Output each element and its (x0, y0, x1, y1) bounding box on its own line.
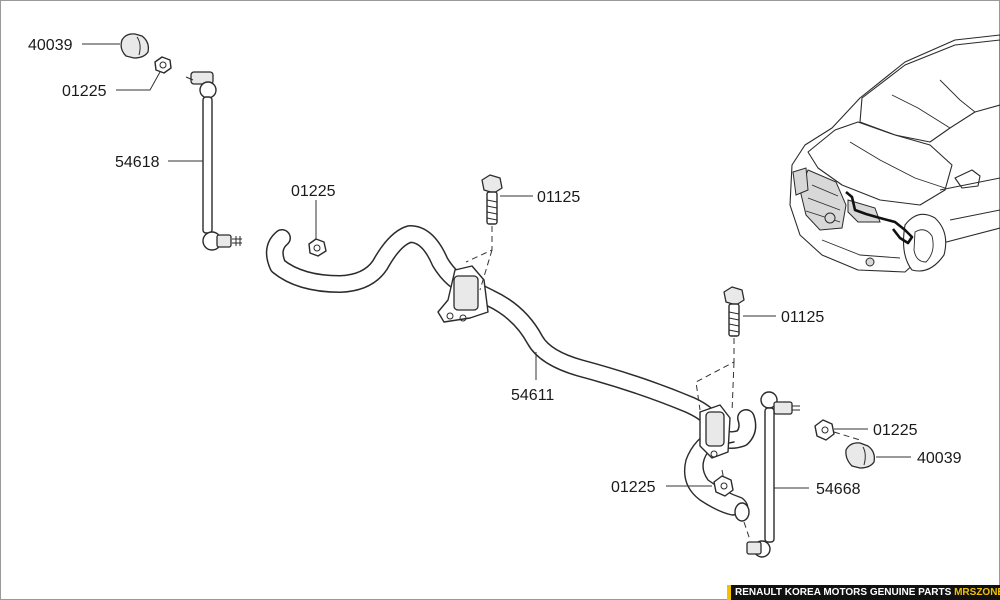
callout-01125-top: 01125 (537, 189, 580, 206)
nut-01225-bottom (713, 469, 734, 497)
stabilizer-bar-54611 (265, 225, 757, 522)
nut-01225-mid (308, 238, 327, 257)
bolt-01125-right (723, 286, 745, 337)
link-54618-left (185, 71, 242, 251)
bolt-axis-top (465, 226, 493, 291)
callout-01125-right: 01125 (781, 309, 824, 326)
bolt-01125-top (481, 174, 503, 225)
callout-54618: 54618 (115, 154, 160, 171)
callout-01225-right: 01225 (873, 422, 918, 439)
footer-accent-mark (727, 585, 731, 600)
bracket-clamp-right (699, 404, 731, 459)
callout-01225-mid: 01225 (291, 183, 336, 200)
callout-01225-bottom: 01225 (611, 479, 656, 496)
nut-01225-top (154, 56, 172, 74)
callout-54611: 54611 (511, 387, 554, 404)
callout-labels: 40039 01225 54618 01225 01125 01125 5461… (28, 37, 962, 498)
brand-footer: RENAULT KOREA MOTORS GENUINE PARTS MRSZO… (727, 585, 1000, 600)
highlighted-stabilizer-location (845, 191, 914, 245)
callout-54668: 54668 (816, 481, 861, 498)
nut-01225-right (814, 419, 835, 441)
leader-lines (82, 43, 911, 489)
callout-40039-right: 40039 (917, 450, 962, 467)
footer-brand-text: RENAULT KOREA MOTORS GENUINE PARTS (735, 587, 952, 598)
link-54668-right (743, 391, 800, 558)
vehicle-illustration (789, 34, 1000, 273)
bushing-40039-right (845, 442, 876, 469)
nut-axis-right (833, 431, 861, 441)
bushing-40039-top (120, 33, 150, 59)
footer-brand-accent: MRSZONE (954, 587, 1000, 598)
bracket-clamp-left (437, 265, 489, 323)
bolt-axis-right (695, 338, 735, 413)
callout-40039-top: 40039 (28, 37, 73, 54)
callout-01225-top: 01225 (62, 83, 107, 100)
